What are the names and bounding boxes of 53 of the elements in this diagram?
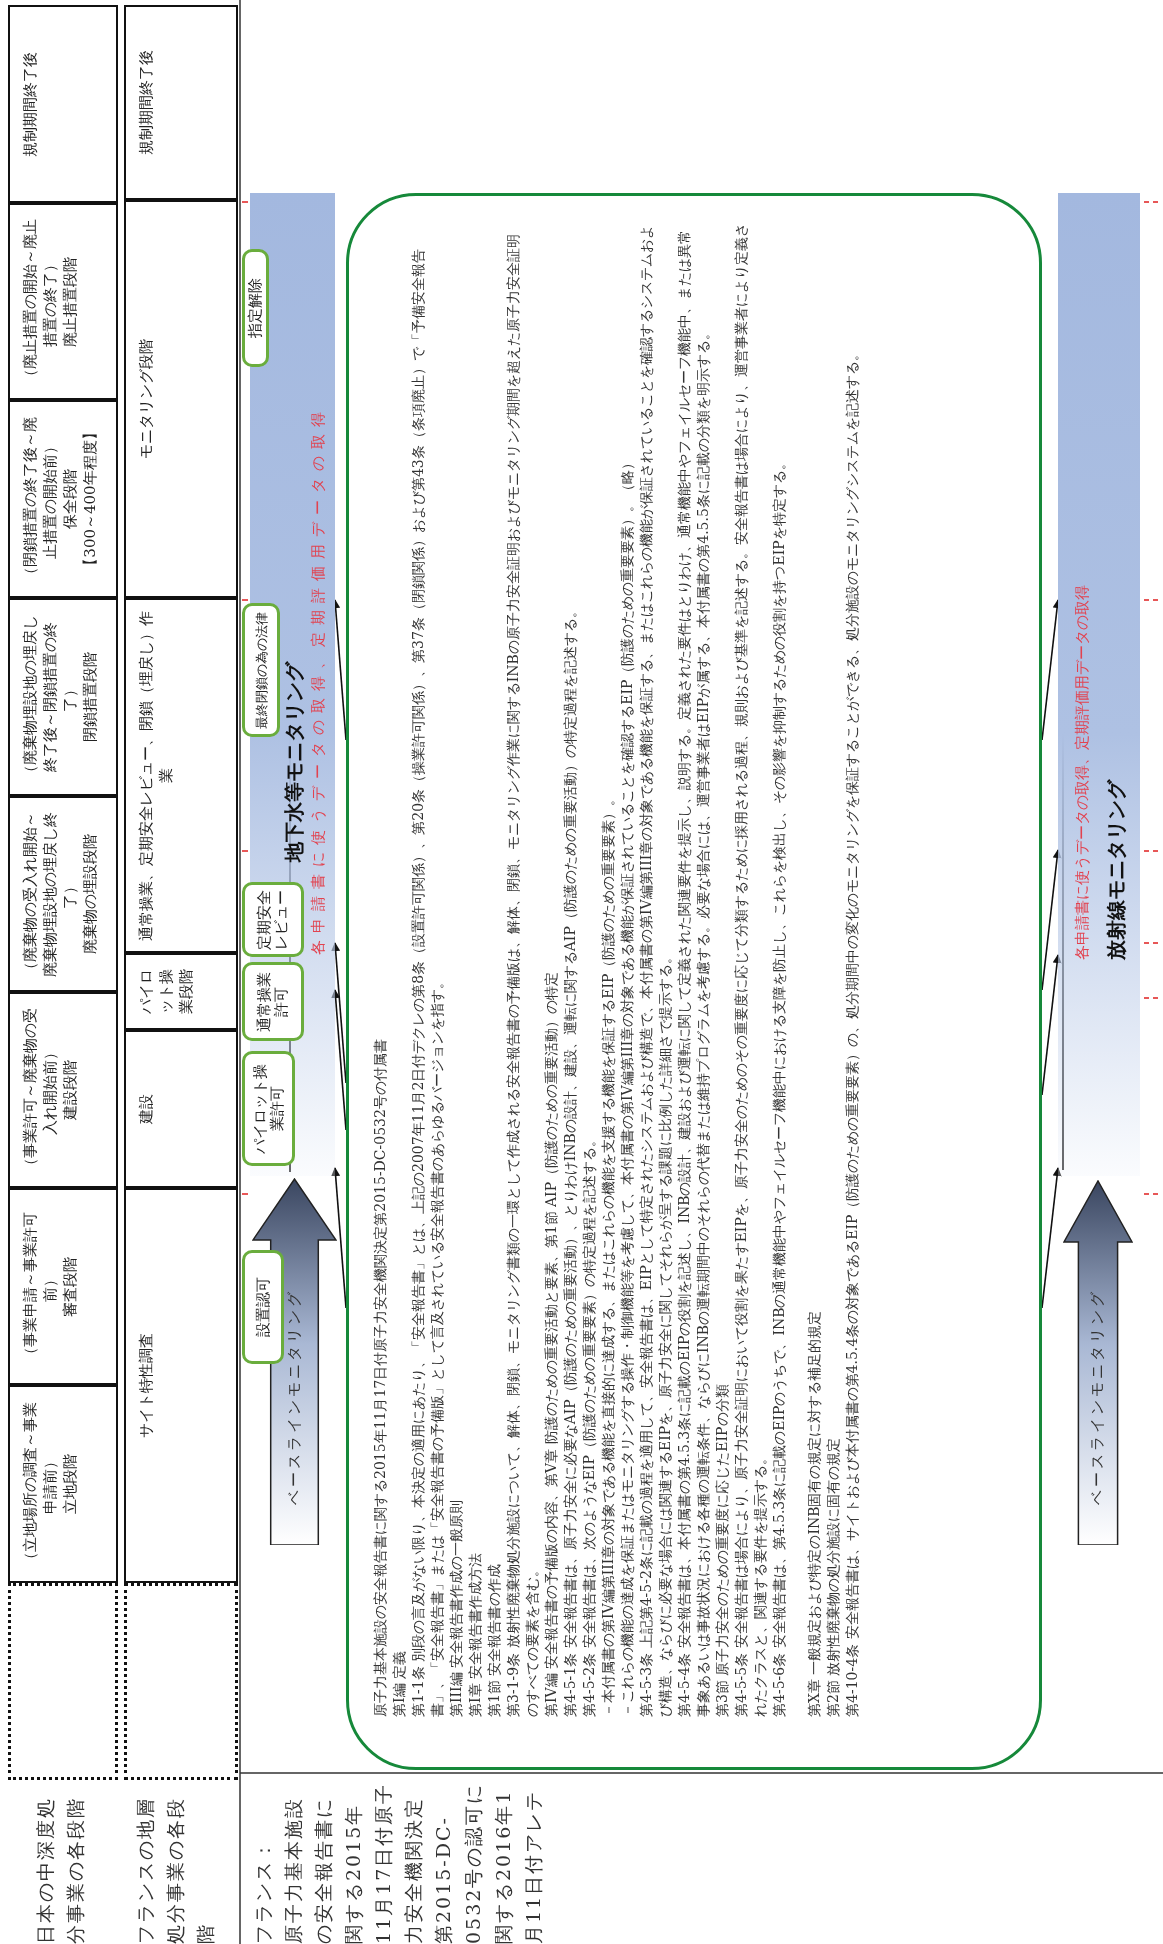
annex-text: 第4-5-5条 安全報告書は場合により、原子力安全証明において役割を果たすEIPを、原子力安全のためのその重要度に応じて分類するために採用される過程、規則および基準を記述する。安全報告書は場合により、運営事業者により定義されたクラスと、関連する要件を提示する。 <box>732 223 769 1717</box>
band-note: 各申請書に使うデータの取得、定期評価用データの取得 <box>308 405 328 955</box>
table-cell: 規制期間終了後 <box>124 5 238 200</box>
table-cell: 建設 <box>124 1030 238 1188</box>
annex-text: 第4-5-6条 安全報告書は、第4.5.3条に記載のEIPのうちで、INBの通常機能中やフェイルセーフ機能中における支障を防止し、これらを検出し、その影響を抑制するための役割を持つEIPを特定する。 <box>770 455 788 1717</box>
annex-text: 第2節 放射性廃棄物の処分施設に固有の規定 <box>824 1436 842 1717</box>
row-header: 日本の中深度処分事業の各段階 <box>30 1790 118 1944</box>
table-cell: （廃棄物の受入れ開始～廃棄物埋設地の埋戻し終了） 廃棄物の埋設段階 <box>8 796 118 992</box>
annex-text: 第IV編 安全報告書の予備版の内容、第V章 防護のための重要活動と要素、第1節 AIP（防護のための重要活動）の特定 <box>542 970 560 1717</box>
table-cell: （廃棄物埋設地の埋戻し終了後～閉鎖措置の終了） 閉鎖措置段階 <box>8 598 118 796</box>
annex-text: 第4-5-3条 上記第4-5-2条に記載の過程を適用して、安全報告書は、EIPとして特定されたシステムおよび構造で、本付属書の第IV編第III章の対象である機能を保証する、またはこれらの機能が保証されていることを確認するシステムおよび構造、ならびに必要な場合には関連するEIPを、原子力安全に関してそれらが呈する課題に比例した詳細さで提示する。 <box>637 223 674 1717</box>
table-cell: モニタリング段階 <box>124 200 238 598</box>
callout-tooltip: 設置認可 <box>242 1250 284 1364</box>
annex-text: 第I編 定義 <box>390 1650 408 1717</box>
annex-text: 第III編 安全報告書作成の一般原則 <box>447 1498 465 1717</box>
annex-text: 第I章 安全報告書作成方法 <box>466 1552 484 1717</box>
annex-text: 第4-5-1条 安全報告書は、原子力安全に必要なAIP（防護のための重要活動）、とりわけINBの設計、建設、運転に関するAIP（防護のための重要活動）の特定過程を記述する。 <box>561 603 579 1717</box>
callout-tooltip: 最終閉鎖の為の法律 <box>242 603 280 737</box>
annex-text: 原子力基本施設の安全報告書に関する2015年11月17日付原子力安全機関決定第2015-DC-0532号の付属書 <box>371 1038 389 1717</box>
callout-tooltip: 通常操業許可 <box>242 962 304 1041</box>
callout-tooltip: パイロット操業許可 <box>242 1051 295 1166</box>
table-cell: 通常操業、定期安全レビュー、閉鎖（埋戻し）作業 <box>124 598 238 953</box>
band-title: 放射線モニタリング <box>1104 780 1128 960</box>
table-cell: （事業申請～事業許可前） 審査段階 <box>8 1188 118 1385</box>
annex-text: －これらの機能の達成を保証またはモニタリングする操作・制御機能等を考慮して、本付属書の第IV編第III章の対象である機能が保証されていることを確認するEIP（防護のための重要要素）。（略） <box>618 454 636 1717</box>
monitoring-band <box>1058 193 1140 1176</box>
annex-text: 第3-1-9条 放射性廃棄物処分施設について、解体、閉鎖、モニタリング書類の一環として作成される安全報告書の予備版は、解体、閉鎖、モニタリング作業に関するINBの原子力安全証明およびモニタリング期間を超えた原子力安全証明のすべての要素を含む。 <box>504 233 541 1717</box>
band-note: 各申請書に使うデータの取得、定期評価用データの取得 <box>1072 585 1092 960</box>
annex-text: 第1節 安全報告書の作成 <box>485 1562 503 1717</box>
row-header: フランス： 原子力基本施設の安全報告書に関する2015年11月17日付原子力安全機関決定第2015-DC-0532号の認可に関する2016年1月11日付アレテ <box>248 1777 690 1944</box>
annex-text: －本付属書の第IV編第III章の対象である機能を直接的に達成する、またはこれらの機能を支援する機能を保証するEIP（防護のための重要要素）。 <box>599 790 617 1717</box>
arrow <box>1041 1167 1062 1309</box>
table-cell: （閉鎖措置の終了後～廃止措置の開始前） 保全段階 【300～400年程度】 <box>8 400 118 598</box>
callout-tooltip: 指定解除 <box>242 249 269 367</box>
annex-text: 第4-10-4条 安全報告書は、サイトおよび本付属書の第4.5.4条の対象であるEIP（防護のための重要要素）の、処分期間中の変化のモニタリングを保証することができる、処分施設のモニタリングシステムを記述する。 <box>843 345 861 1717</box>
table-cell: 規制期間終了後 <box>8 5 118 203</box>
annex-panel <box>346 193 1042 1770</box>
annex-text: 第3節 原子力安全のための重要度に応じたEIPの分類 <box>713 1383 731 1717</box>
annex-text: 第4-5-4条 安全報告書は、本付属書の第4.5.3条に記載のEIPの役割を記述し、INBの設計、建設および運転に関して定義された関連要件を提示し、説明する。定義された要件はとりわけ、通常機能中やフェイルセーフ機能中、または異常事象あるいは事故状況における各種の運転条件、ならびにINBの運転期間中のそれらの代替または維持プログラムを考慮する。必要な場合には、運営事業者はEIPが属する、本付属書の第4.5.5条に記載の分類を明示する。 <box>675 228 712 1717</box>
annex-text: 第X章 一般規定および特定のINB固有の規定に対する補足的規定 <box>805 1309 823 1717</box>
annex-text: 第1-1条 別段の言及がない限り、本決定の適用にあたり、「安全報告書」とは、上記の2007年11月2日付デクレの第8条（設置許可関係）、第20条（操業許可関係）、第37条（閉鎖関係）および第43条（条項廃止）で「予備安全報告書」、「安全報告書」または「安全報告書の予備版」として言及されている安全報告書のあらゆるバージョンを指す。 <box>409 248 446 1717</box>
band-title: 地下水等モニタリング <box>282 662 306 862</box>
table-cell: （立地場所の調査～事業申請前） 立地段階 <box>8 1385 118 1583</box>
arrow-label: ベースラインモニタリング <box>1088 1289 1107 1505</box>
arrow-label: ベースラインモニタリング <box>284 1289 304 1505</box>
annex-text: 第4-5-2条 安全報告書は、次のようなEIP（防護のための重要要素）の特定過程を記述する。 <box>580 1132 598 1717</box>
arrow-shaped-panel <box>1063 1180 1133 1545</box>
table-cell: （事業許可～廃棄物の受入れ開始前） 建設段階 <box>8 992 118 1188</box>
row-header: フランスの地層処分事業の各段階 <box>130 1790 238 1944</box>
table-cell: サイト特性調査 <box>124 1188 238 1583</box>
callout-tooltip: 定期安全レビュー <box>242 882 304 957</box>
table-cell: （廃止措置の開始～廃止措置の終了） 廃止措置段階 <box>8 203 118 400</box>
table-cell: パイロット操業段階 <box>124 953 238 1030</box>
